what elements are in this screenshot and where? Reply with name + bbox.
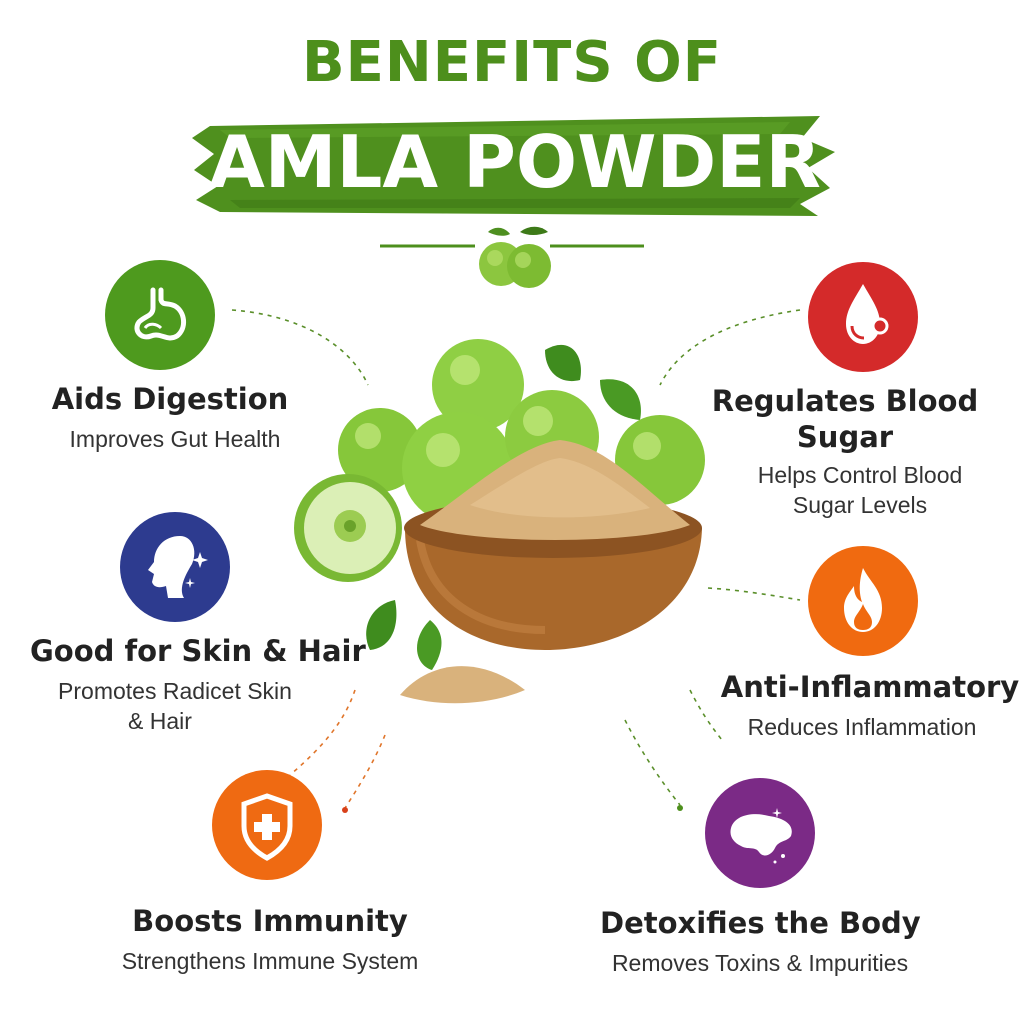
skin-hair-desc-line1: Promotes Radicet Skin [58,678,292,704]
skin-hair-title: Good for Skin & Hair [30,634,366,668]
liver-icon [730,808,792,864]
blood-sugar-title-line1: Regulates Blood [711,384,979,418]
amla-divider [380,226,644,288]
digestion-title: Aids Digestion [51,382,289,416]
immunity-desc: Strengthens Immune System [121,948,419,974]
detox-icon-circle [705,778,815,888]
anti-inflammatory-desc: Reduces Inflammation [747,714,977,740]
green-brush-banner [192,116,835,216]
digestion-icon-circle [105,260,215,370]
digestion-desc: Improves Gut Health [69,426,281,452]
anti-inflammatory-title: Anti-Inflammatory [720,670,1020,704]
face-sparkle-icon [148,536,208,598]
blood-sugar-desc-line2: Sugar Levels [792,492,928,518]
skin-hair-icon-circle [120,512,230,622]
blood-sugar-title-line2: Sugar [796,420,894,454]
shield-plus-icon [241,793,293,861]
title-benefits-of: BENEFITS OF [301,30,723,95]
immunity-title: Boosts Immunity [132,904,408,938]
flame-icon [844,568,882,632]
blood-drop-icon [846,284,889,344]
immunity-icon-circle [212,770,322,880]
detox-title: Detoxifies the Body [600,906,921,940]
blood-sugar-desc-line1: Helps Control Blood [757,462,963,488]
blood-sugar-icon-circle [808,262,918,372]
anti-inflammatory-icon-circle [808,546,918,656]
detox-desc: Removes Toxins & Impurities [611,950,909,976]
stomach-icon [134,287,186,341]
title-amla-powder: AMLA POWDER [209,120,821,204]
skin-hair-desc-line2: & Hair [128,708,192,734]
